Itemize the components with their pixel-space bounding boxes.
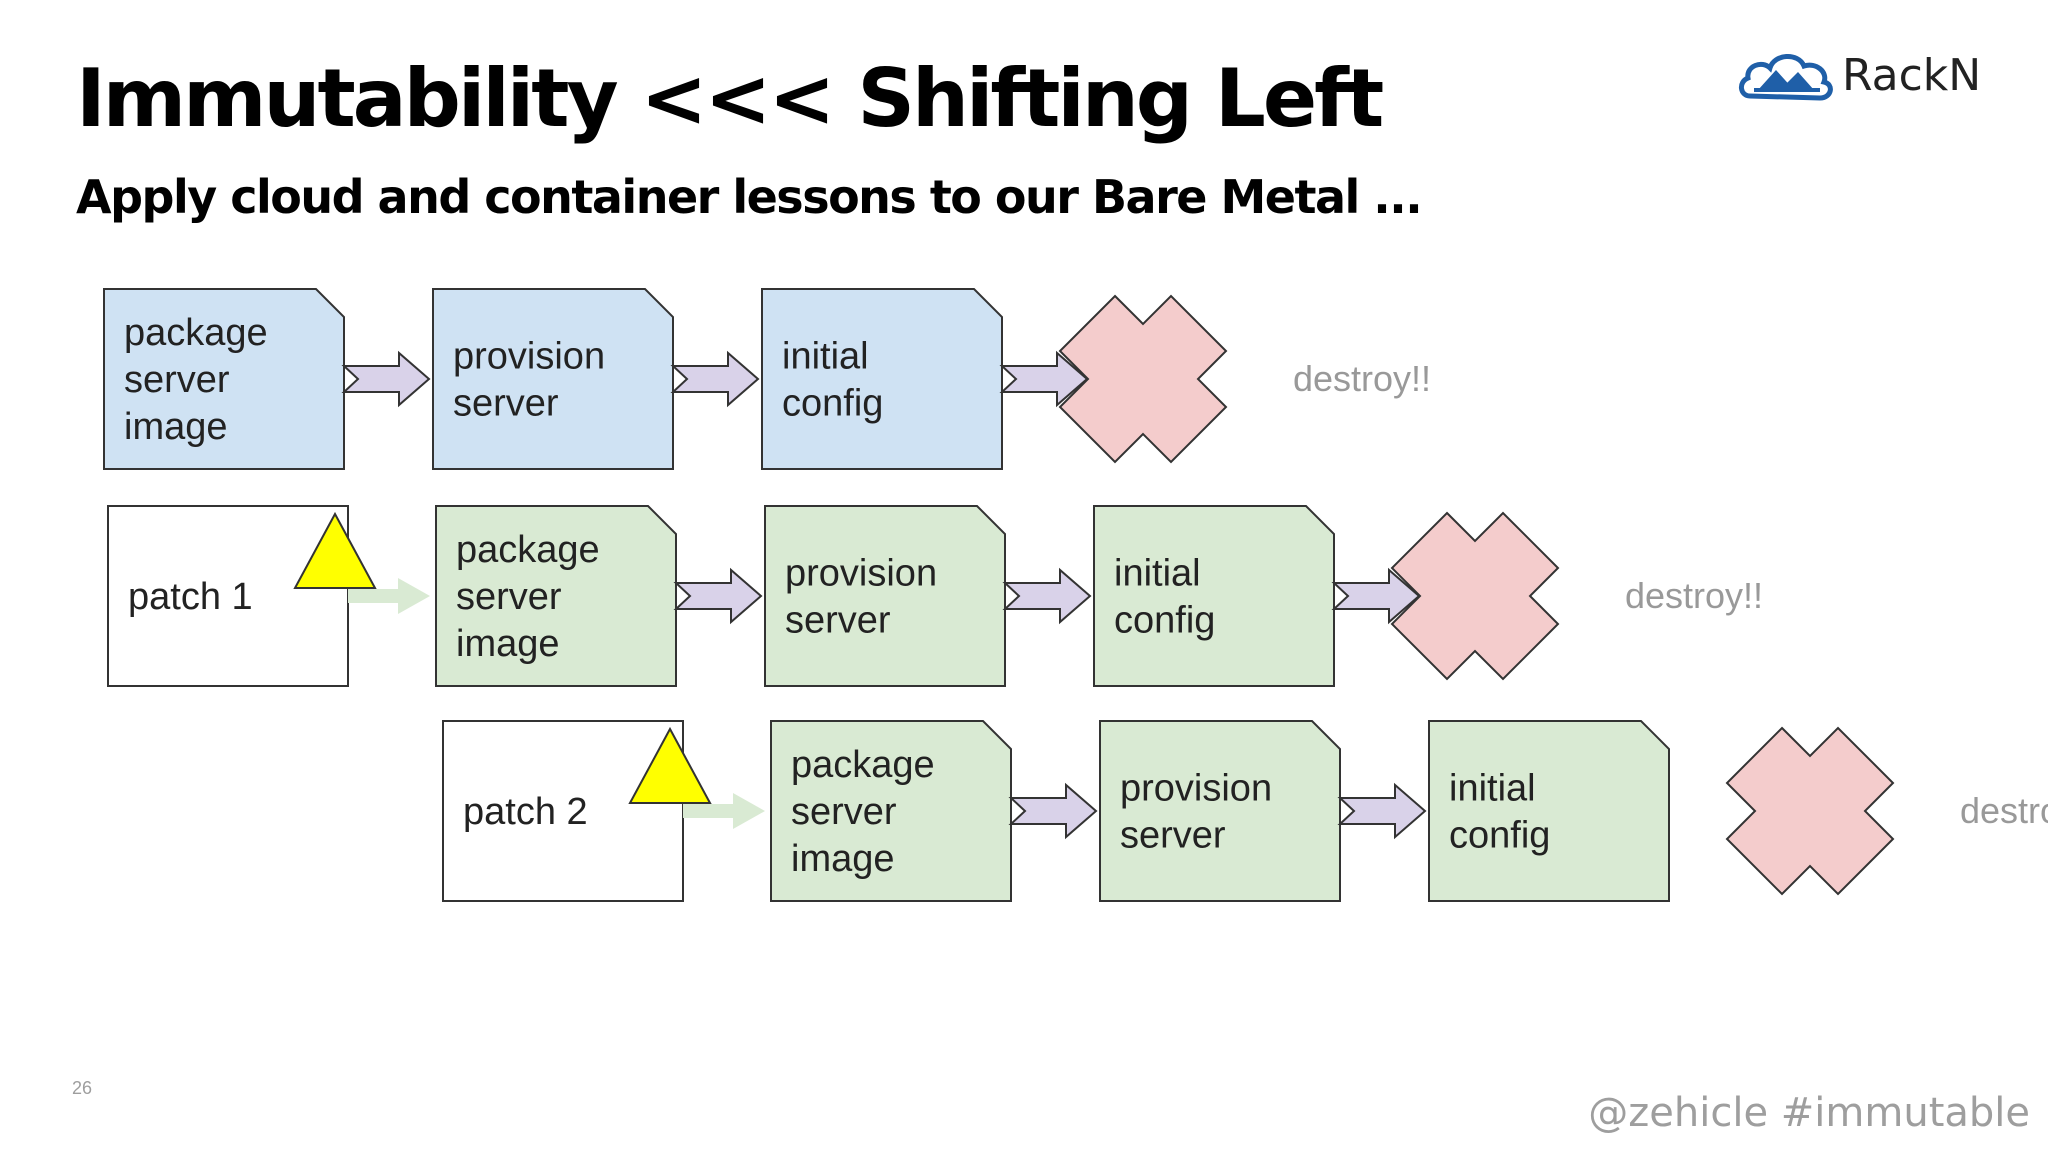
patch-arrow xyxy=(683,793,765,829)
step-label-line: server xyxy=(124,359,230,401)
cloud-logo-icon xyxy=(1739,54,1833,101)
step-label-line: server xyxy=(456,576,562,618)
flow-arrow xyxy=(673,567,763,625)
step-label-line: package xyxy=(791,744,935,786)
step-label-line: package xyxy=(124,312,268,354)
rackn-logo: RackN xyxy=(1736,44,2006,110)
step-box xyxy=(1099,720,1341,902)
step-label-line: server xyxy=(1120,815,1226,857)
step-label-line: image xyxy=(124,406,228,448)
destroy-label: destroy!! xyxy=(1960,790,2048,831)
patch-label: patch 1 xyxy=(128,576,253,618)
step-label-line: initial xyxy=(1114,553,1201,595)
flow-arrow xyxy=(670,350,760,408)
slide-title: Immutability <<< Shifting Left xyxy=(76,52,1384,145)
step-label-line: provision xyxy=(453,336,605,378)
step-label-line: image xyxy=(791,838,895,880)
step-box xyxy=(432,288,674,470)
warning-triangle-icon xyxy=(293,511,377,589)
footer-hashtag: @zehicle #immutable xyxy=(1588,1090,2030,1136)
step-label-line: server xyxy=(791,791,897,833)
step-box xyxy=(1428,720,1670,902)
step-label-line: provision xyxy=(785,553,937,595)
step-label-line: image xyxy=(456,623,560,665)
slide-subtitle: Apply cloud and container lessons to our… xyxy=(76,170,1423,224)
flow-arrow xyxy=(999,350,1089,408)
step-label-line: server xyxy=(785,600,891,642)
patch-arrow xyxy=(348,578,430,614)
step-label-line: package xyxy=(456,529,600,571)
logo-wordmark: RackN xyxy=(1842,50,1982,101)
flow-arrow xyxy=(341,350,431,408)
step-label-line: config xyxy=(1449,815,1550,857)
destroy-x-icon xyxy=(1390,511,1560,681)
flow-arrow xyxy=(1331,567,1421,625)
destroy-label: destroy!! xyxy=(1293,358,1431,399)
patch-box xyxy=(442,720,684,902)
destroy-x-icon xyxy=(1058,294,1228,464)
destroy-x-icon xyxy=(1725,726,1895,896)
step-box xyxy=(764,505,1006,687)
patch-label: patch 2 xyxy=(463,791,588,833)
flow-arrow xyxy=(1002,567,1092,625)
step-label-line: config xyxy=(782,383,883,425)
flow-arrow xyxy=(1337,782,1427,840)
page-number: 26 xyxy=(72,1078,93,1098)
step-box xyxy=(761,288,1003,470)
flow-arrow xyxy=(1008,782,1098,840)
step-label-line: initial xyxy=(782,336,869,378)
patch-box xyxy=(107,505,349,687)
step-label-line: initial xyxy=(1449,768,1536,810)
step-label-line: provision xyxy=(1120,768,1272,810)
step-label-line: config xyxy=(1114,600,1215,642)
step-box xyxy=(1093,505,1335,687)
step-label-line: server xyxy=(453,383,559,425)
destroy-label: destroy!! xyxy=(1625,575,1763,616)
warning-triangle-icon xyxy=(628,726,712,804)
